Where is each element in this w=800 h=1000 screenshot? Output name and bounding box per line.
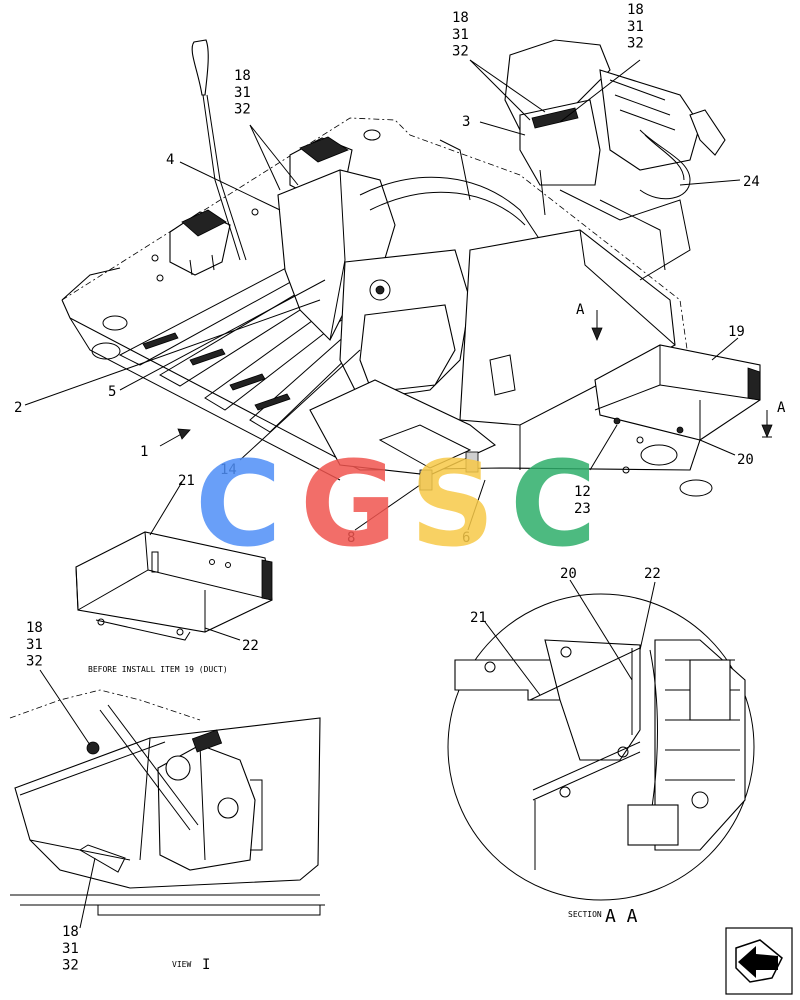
pedal-left xyxy=(169,209,231,276)
callout-1: 1 xyxy=(140,444,148,460)
callout-6: 6 xyxy=(462,530,470,546)
seat-bracket-assembly xyxy=(504,39,726,281)
callout-24: 24 xyxy=(743,174,760,190)
caption-section-letters: A A xyxy=(605,906,638,927)
watermark-letter-1: C xyxy=(195,435,282,573)
duct-item-19 xyxy=(594,344,761,441)
callout-4: 4 xyxy=(166,152,174,168)
watermark-letter-2: G xyxy=(300,435,397,573)
captions: BEFORE INSTALL ITEM 19 (DUCT) SECTION A … xyxy=(88,665,638,973)
callout-a-left: A xyxy=(576,302,585,318)
callout-22-section: 22 xyxy=(644,566,661,582)
callout-22-duct: 22 xyxy=(242,638,259,654)
callout-14: 14 xyxy=(220,462,237,478)
callout-5: 5 xyxy=(108,384,116,400)
caption-view-letter: I xyxy=(202,957,210,973)
view-i-drawing xyxy=(9,689,325,916)
console-housing xyxy=(277,169,471,401)
next-page-arrow-icon[interactable] xyxy=(725,927,793,995)
main-assembly-drawing xyxy=(61,39,773,497)
caption-view-prefix: VIEW xyxy=(172,960,191,969)
callout-21-section: 21 xyxy=(470,610,487,626)
duct-detail-drawing xyxy=(75,531,273,641)
leader-lines xyxy=(24,59,741,929)
watermark-letter-3: S xyxy=(410,435,495,573)
callout-20-section: 20 xyxy=(560,566,577,582)
section-aa-drawing xyxy=(447,593,755,901)
right-box-body xyxy=(459,229,676,470)
caption-before-install: BEFORE INSTALL ITEM 19 (DUCT) xyxy=(88,665,228,674)
section-arrow-a-right xyxy=(761,410,773,439)
floor-tray xyxy=(309,379,497,491)
cgsc-watermark: C G S C xyxy=(195,435,597,573)
caption-section-prefix: SECTION xyxy=(568,910,602,919)
callout-19: 19 xyxy=(728,324,745,340)
callout-3: 3 xyxy=(462,114,470,130)
callout-21-top: 21 xyxy=(178,473,195,489)
callout-8: 8 xyxy=(347,530,355,546)
callout-20-top: 20 xyxy=(737,452,754,468)
callout-a-right: A xyxy=(777,400,786,416)
control-lever xyxy=(191,39,209,96)
watermark-letter-4: C xyxy=(510,435,597,573)
view-direction-arrow xyxy=(159,428,191,447)
callout-2: 2 xyxy=(14,400,22,416)
section-arrow-a-left xyxy=(591,310,603,342)
